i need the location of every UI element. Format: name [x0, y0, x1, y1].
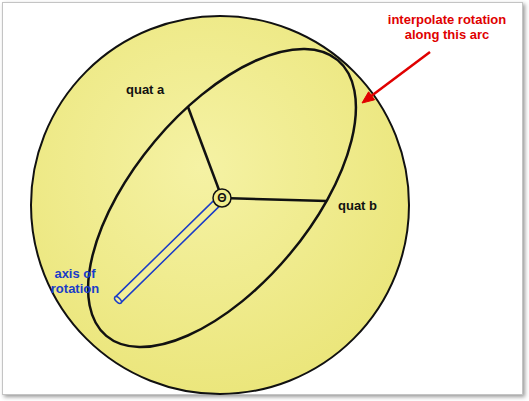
great-circle-arc: [39, 4, 405, 393]
quat-a-radius: [188, 107, 222, 198]
angle-marker: [213, 189, 231, 207]
angle-symbol: Θ: [217, 192, 226, 205]
quaternion-label: quat b: [338, 198, 377, 213]
callout-arrow-shaft: [372, 52, 430, 96]
cylinder-end: [113, 295, 122, 304]
quaternion-label: quat a: [126, 82, 164, 97]
unit-sphere: [31, 16, 409, 394]
axis-label: axis of rotation: [44, 266, 106, 296]
rotation-axis-cylinder: [115, 195, 225, 303]
callout-note: interpolate rotation along this arc: [372, 12, 522, 42]
quat-b-radius: [222, 198, 327, 201]
callout-arrowhead: [362, 92, 375, 103]
